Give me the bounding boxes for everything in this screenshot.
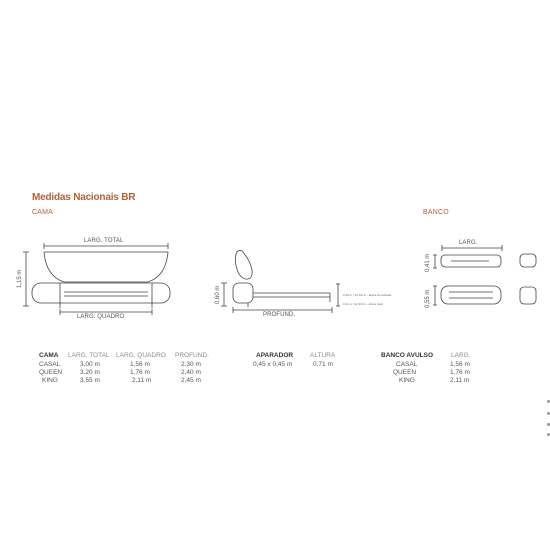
th-larg-total: LARG. TOTAL (68, 352, 110, 359)
table-cell: 3,20 m (80, 369, 100, 376)
table-cell: 0,71 m (313, 361, 333, 368)
bed-headboard-side (234, 250, 253, 280)
edge-mark (547, 433, 550, 436)
label-altura-lateral: 0,60 m (215, 285, 221, 304)
table-cell: QUEEN (393, 369, 417, 376)
note-altura-estrado: 0,46 m | 12 3/4 in - altura do estrado (343, 293, 392, 297)
section-label-banco: BANCO (423, 209, 449, 216)
th-aparador: APARADOR (256, 352, 294, 359)
edge-mark (547, 400, 550, 403)
note-altura-total: 0,11 m | 12 3/4 in - altura total (343, 302, 383, 306)
table-cell: KING (42, 377, 58, 384)
label-banco-larg: LARG. (459, 240, 478, 246)
label-altura-cama: 1,15 m (17, 269, 23, 288)
table-cell: 3,00 m (80, 361, 100, 368)
table-cell: 2,11 m (450, 377, 470, 384)
table-cell: 1,56 m (130, 361, 150, 368)
th-cama: CAMA (39, 352, 59, 359)
bed-headboard-front (43, 251, 169, 283)
th-larg-quadro: LARG. QUADRO (116, 352, 166, 359)
section-label-cama: CAMA (32, 209, 54, 216)
th-profund: PROFUND. (175, 352, 209, 359)
th-banco-avulso: BANCO AVULSO (381, 352, 433, 359)
page-title: Medidas Nacionais BR (32, 192, 136, 203)
table-cell: CASAL (39, 361, 61, 368)
bed-base-side (232, 282, 254, 304)
table-cell: 1,76 m (130, 369, 150, 376)
edge-mark (547, 412, 550, 415)
table-cell: 1,56 m (450, 361, 470, 368)
label-larg-quadro: LARG. QUADRO (77, 314, 125, 320)
table-cell: KING (399, 377, 415, 384)
th-altura: ALTURA (310, 352, 336, 359)
label-larg-total: LARG. TOTAL (84, 238, 124, 244)
banco-side-top (519, 253, 537, 268)
table-cell: 3,55 m (80, 377, 100, 384)
table-cell: 2,11 m (132, 377, 152, 384)
edge-mark (547, 423, 550, 426)
label-profund: PROFUND. (263, 312, 296, 318)
table-cell: CASAL (396, 361, 418, 368)
bed-base-front (31, 282, 171, 304)
label-banco-alt-1: 0,41 m (425, 253, 431, 272)
table-cell: 2,40 m (181, 369, 201, 376)
table-cell: QUEEN (39, 369, 63, 376)
table-cell: 2,30 m (181, 361, 201, 368)
banco-front (440, 285, 502, 305)
banco-side-front (519, 286, 537, 305)
table-cell: 1,76 m (450, 369, 470, 376)
banco-top (440, 254, 502, 268)
table-cell: 0,45 x 0,45 m (253, 361, 293, 368)
th-banco-larg: LARG. (451, 352, 471, 359)
table-cell: 2,45 m (181, 377, 201, 384)
label-banco-alt-2: 0,55 m (425, 289, 431, 308)
